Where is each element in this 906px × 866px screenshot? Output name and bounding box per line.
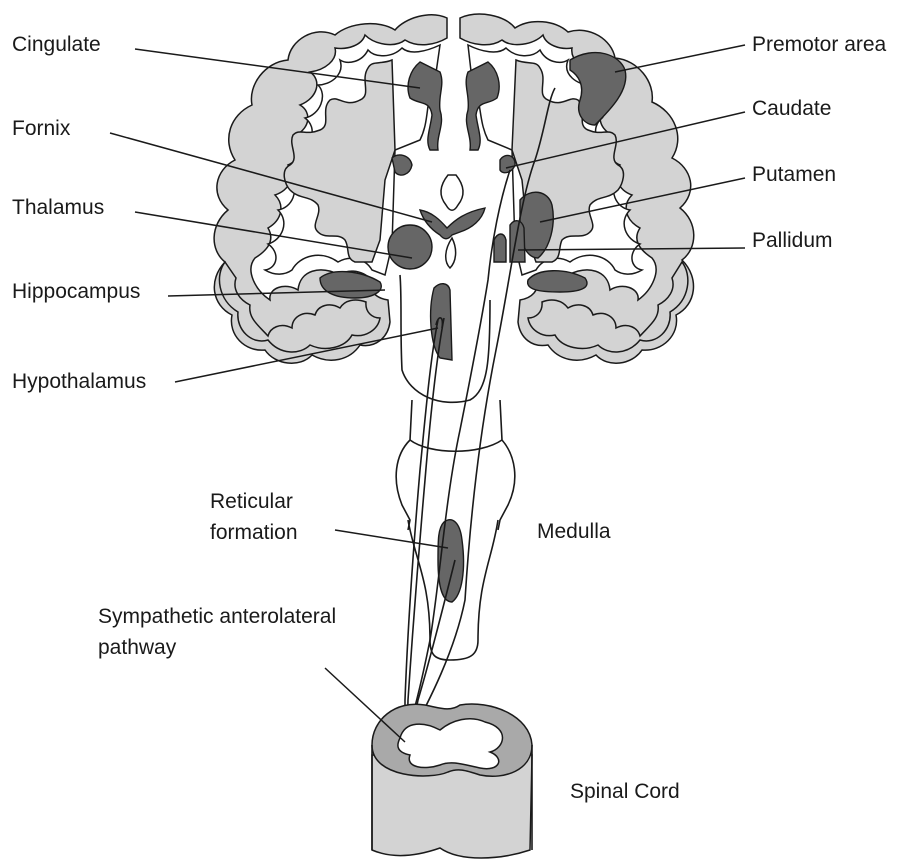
thalamus-structure: [388, 225, 432, 269]
midbrain-outline: [396, 400, 412, 530]
label-thalamus: Thalamus: [12, 195, 104, 221]
third-ventricle: [446, 238, 456, 268]
label-hippocampus: Hippocampus: [12, 279, 140, 305]
label-sympathetic-line1: Sympathetic anterolateral: [98, 604, 336, 630]
leader-premotor: [615, 45, 745, 72]
spinal-cord: [372, 704, 532, 858]
reticular-formation-structure: [438, 520, 464, 602]
midbrain-outline-right: [498, 400, 515, 530]
label-caudate: Caudate: [752, 96, 831, 122]
label-cingulate: Cingulate: [12, 32, 101, 58]
spinal-gray-matter: [398, 719, 503, 769]
fornix-structure: [420, 208, 485, 239]
label-sympathetic-line2: pathway: [98, 635, 176, 661]
label-fornix: Fornix: [12, 116, 70, 142]
leader-reticular: [335, 530, 448, 548]
leader-sympathetic: [325, 668, 405, 742]
label-medulla: Medulla: [537, 519, 611, 545]
septum: [441, 175, 463, 210]
label-reticular-line1: Reticular: [210, 489, 293, 515]
label-pallidum: Pallidum: [752, 228, 833, 254]
label-spinal-cord: Spinal Cord: [570, 779, 680, 805]
label-premotor: Premotor area: [752, 32, 886, 58]
label-reticular-line2: formation: [210, 520, 298, 546]
label-putamen: Putamen: [752, 162, 836, 188]
pallidum-left-part: [494, 234, 506, 262]
caudate-left: [392, 155, 412, 175]
left-hemisphere: [214, 15, 447, 363]
label-hypothalamus: Hypothalamus: [12, 369, 146, 395]
